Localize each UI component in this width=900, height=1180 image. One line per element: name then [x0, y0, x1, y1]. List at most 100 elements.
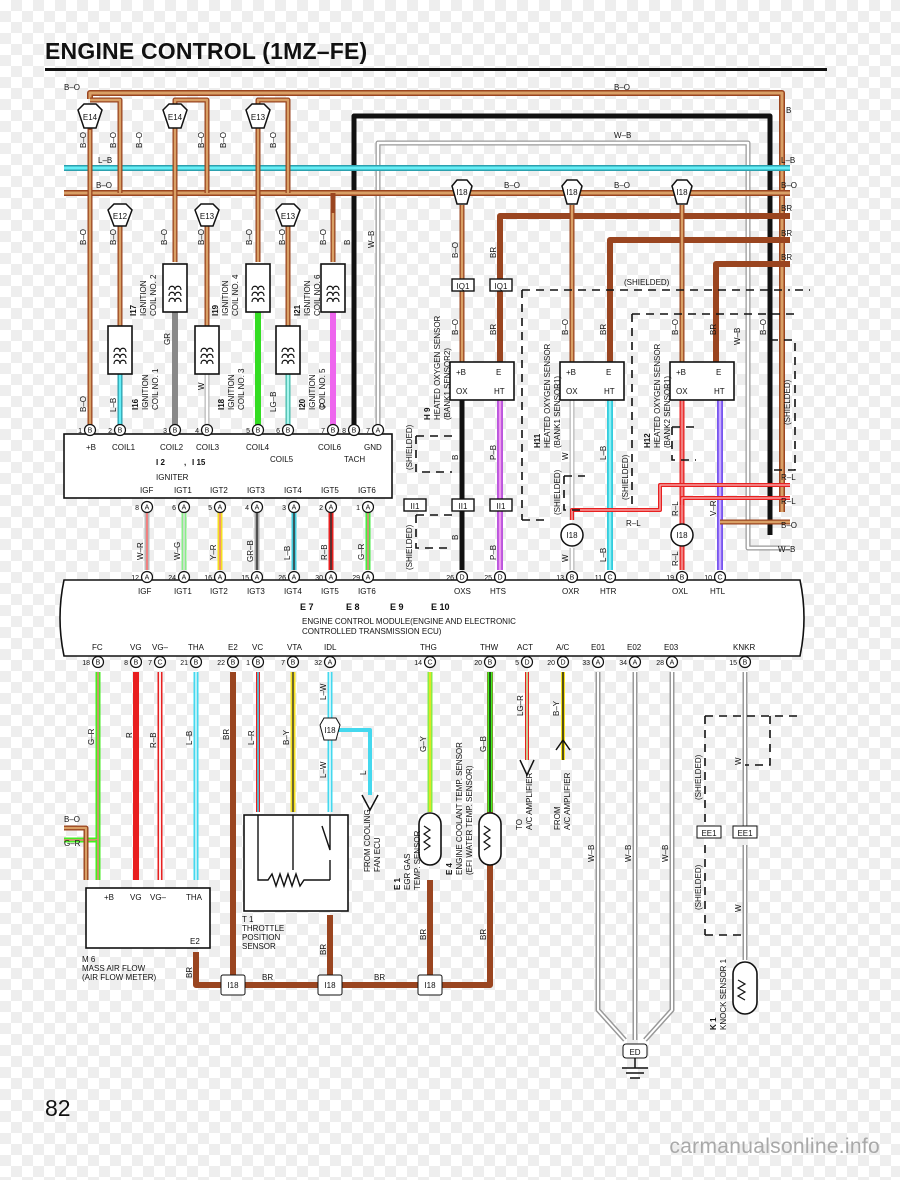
- svg-text:IGT1: IGT1: [174, 486, 192, 495]
- svg-text:B–O: B–O: [219, 132, 228, 148]
- pin-number: 8: [135, 505, 139, 512]
- wire-br-2: [607, 237, 790, 365]
- svg-text:TO: TO: [515, 819, 524, 830]
- pin-number: 25: [484, 575, 492, 582]
- svg-text:B–O: B–O: [197, 229, 206, 245]
- pin-letter: B: [743, 660, 748, 667]
- pin-number: 28: [656, 660, 664, 667]
- pin-number: 2: [319, 505, 323, 512]
- svg-text:B–O: B–O: [278, 229, 287, 245]
- svg-text:,: ,: [184, 458, 186, 467]
- pin-number: 1: [78, 428, 82, 435]
- svg-text:+B: +B: [86, 443, 96, 452]
- connector-i18-a: I18: [451, 179, 473, 205]
- svg-text:B: B: [343, 240, 352, 245]
- wire-br-3: [713, 261, 790, 365]
- svg-text:I19: I19: [211, 304, 220, 316]
- connector-e13-2: E13: [194, 203, 220, 227]
- svg-text:FROM: FROM: [553, 806, 562, 830]
- svg-text:COIL NO. 4: COIL NO. 4: [231, 274, 240, 316]
- svg-text:THROTTLE: THROTTLE: [242, 924, 284, 933]
- svg-text:IGT6: IGT6: [358, 486, 376, 495]
- svg-text:VG–: VG–: [150, 893, 167, 902]
- pin-number: 5: [246, 428, 250, 435]
- connector-ii1-b: II1: [451, 498, 475, 512]
- pin-circle: [483, 655, 497, 669]
- svg-text:E: E: [606, 368, 611, 377]
- svg-text:HTS: HTS: [490, 587, 506, 596]
- pin-circle: [493, 570, 507, 584]
- svg-text:IGNITION: IGNITION: [221, 280, 230, 316]
- svg-text:P–B: P–B: [489, 545, 498, 560]
- pin-circle: [113, 423, 127, 437]
- pin-circle: [287, 570, 301, 584]
- svg-text:E01: E01: [591, 643, 606, 652]
- svg-text:ENGINE CONTROL MODULE(ENGINE A: ENGINE CONTROL MODULE(ENGINE AND ELECTRO…: [302, 617, 516, 626]
- svg-text:(BANK1 SENSOR1): (BANK1 SENSOR1): [553, 376, 562, 448]
- svg-text:LG–R: LG–R: [516, 695, 525, 716]
- svg-text:I18: I18: [566, 188, 578, 197]
- pin-letter: B: [134, 660, 139, 667]
- svg-text:(SHIELDED): (SHIELDED): [624, 278, 670, 287]
- svg-text:(SHIELDED): (SHIELDED): [783, 379, 792, 425]
- svg-text:I16: I16: [131, 398, 140, 410]
- svg-text:V–R: V–R: [709, 500, 718, 516]
- svg-text:B–O: B–O: [245, 229, 254, 245]
- pin-letter: A: [145, 505, 150, 512]
- svg-text:(SHIELDED): (SHIELDED): [621, 454, 630, 500]
- pin-number: 20: [547, 660, 555, 667]
- svg-text:BR: BR: [319, 944, 328, 955]
- svg-text:IGT3: IGT3: [247, 486, 265, 495]
- svg-text:IGF: IGF: [140, 486, 153, 495]
- svg-text:W–R: W–R: [136, 542, 145, 560]
- svg-text:E 8: E 8: [346, 602, 360, 612]
- svg-text:B–O: B–O: [160, 229, 169, 245]
- svg-text:E13: E13: [281, 212, 296, 221]
- pin-letter: A: [376, 428, 381, 435]
- svg-text:BR: BR: [479, 929, 488, 940]
- svg-text:E: E: [496, 368, 501, 377]
- svg-text:W: W: [561, 452, 570, 460]
- pin-letter: A: [255, 575, 260, 582]
- pin-letter: D: [459, 575, 464, 582]
- svg-text:(BANK1 SENSOR2): (BANK1 SENSOR2): [443, 348, 452, 420]
- svg-text:W: W: [197, 382, 206, 390]
- svg-text:COIL4: COIL4: [246, 443, 270, 452]
- svg-text:COIL2: COIL2: [160, 443, 184, 452]
- svg-text:COIL NO. 2: COIL NO. 2: [149, 274, 158, 316]
- pin-circle: [371, 423, 385, 437]
- svg-text:FAN ECU: FAN ECU: [373, 837, 382, 872]
- pin-number: 3: [163, 428, 167, 435]
- pin-circle: [286, 655, 300, 669]
- svg-text:B: B: [451, 455, 460, 460]
- svg-text:HEATED OXYGEN SENSOR: HEATED OXYGEN SENSOR: [653, 343, 662, 448]
- svg-text:H 9: H 9: [423, 407, 432, 420]
- pin-number: 13: [556, 575, 564, 582]
- svg-text:COIL1: COIL1: [112, 443, 136, 452]
- svg-text:B–O: B–O: [109, 229, 118, 245]
- svg-text:HEATED OXYGEN SENSOR: HEATED OXYGEN SENSOR: [433, 315, 442, 420]
- svg-text:THG: THG: [420, 643, 437, 652]
- svg-text:B–O: B–O: [79, 229, 88, 245]
- svg-text:R–L: R–L: [781, 497, 796, 506]
- svg-text:B–O: B–O: [79, 132, 88, 148]
- pin-letter: A: [292, 505, 297, 512]
- svg-text:EE1: EE1: [701, 829, 717, 838]
- pin-circle: [189, 655, 203, 669]
- svg-text:B–Y: B–Y: [552, 700, 561, 716]
- svg-text:R–L: R–L: [671, 501, 680, 516]
- pin-circle: [324, 500, 338, 514]
- connector-ii1-c: II1: [489, 498, 513, 512]
- svg-text:EGR GAS: EGR GAS: [403, 854, 412, 890]
- svg-text:B–O: B–O: [64, 815, 80, 824]
- pin-number: 16: [204, 575, 212, 582]
- svg-text:B–O: B–O: [135, 132, 144, 148]
- pin-letter: C: [607, 575, 612, 582]
- pin-number: 30: [315, 575, 323, 582]
- svg-text:(BANK2 SENSOR1): (BANK2 SENSOR1): [663, 376, 672, 448]
- svg-text:BR: BR: [185, 967, 194, 978]
- connector-e14-1: E14: [77, 103, 103, 129]
- svg-text:OXL: OXL: [672, 587, 689, 596]
